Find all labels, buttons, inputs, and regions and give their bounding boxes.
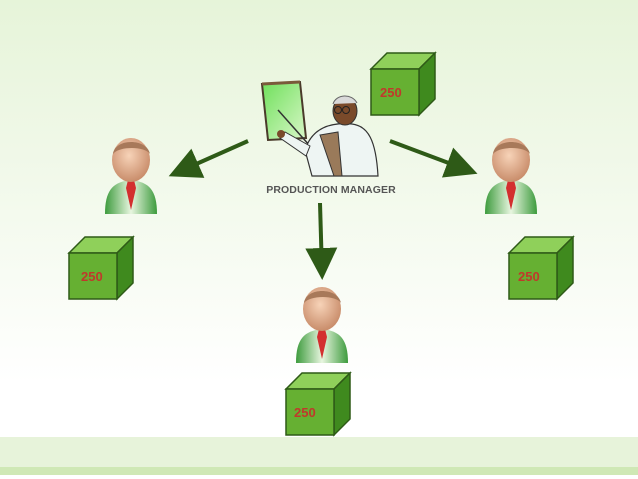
worker-left-avatar xyxy=(105,138,157,214)
box-left-value: 250 xyxy=(81,269,103,284)
box-bottom-value: 250 xyxy=(294,405,316,420)
box-right-value: 250 xyxy=(518,269,540,284)
manager-icon xyxy=(260,80,379,177)
footer-line xyxy=(0,467,638,475)
manager-label: PRODUCTION MANAGER xyxy=(266,184,396,196)
box-bottom xyxy=(284,371,352,437)
arrow-to-left-worker xyxy=(168,139,249,178)
worker-right-avatar xyxy=(485,138,537,214)
arrow-to-bottom-worker xyxy=(305,202,338,280)
footer-band xyxy=(0,437,638,467)
box-manager-value: 250 xyxy=(380,85,402,100)
worker-bottom-avatar xyxy=(296,287,348,363)
box-left xyxy=(67,235,135,301)
box-manager xyxy=(369,51,437,117)
box-right xyxy=(507,235,575,301)
arrow-to-right-worker xyxy=(389,139,478,178)
